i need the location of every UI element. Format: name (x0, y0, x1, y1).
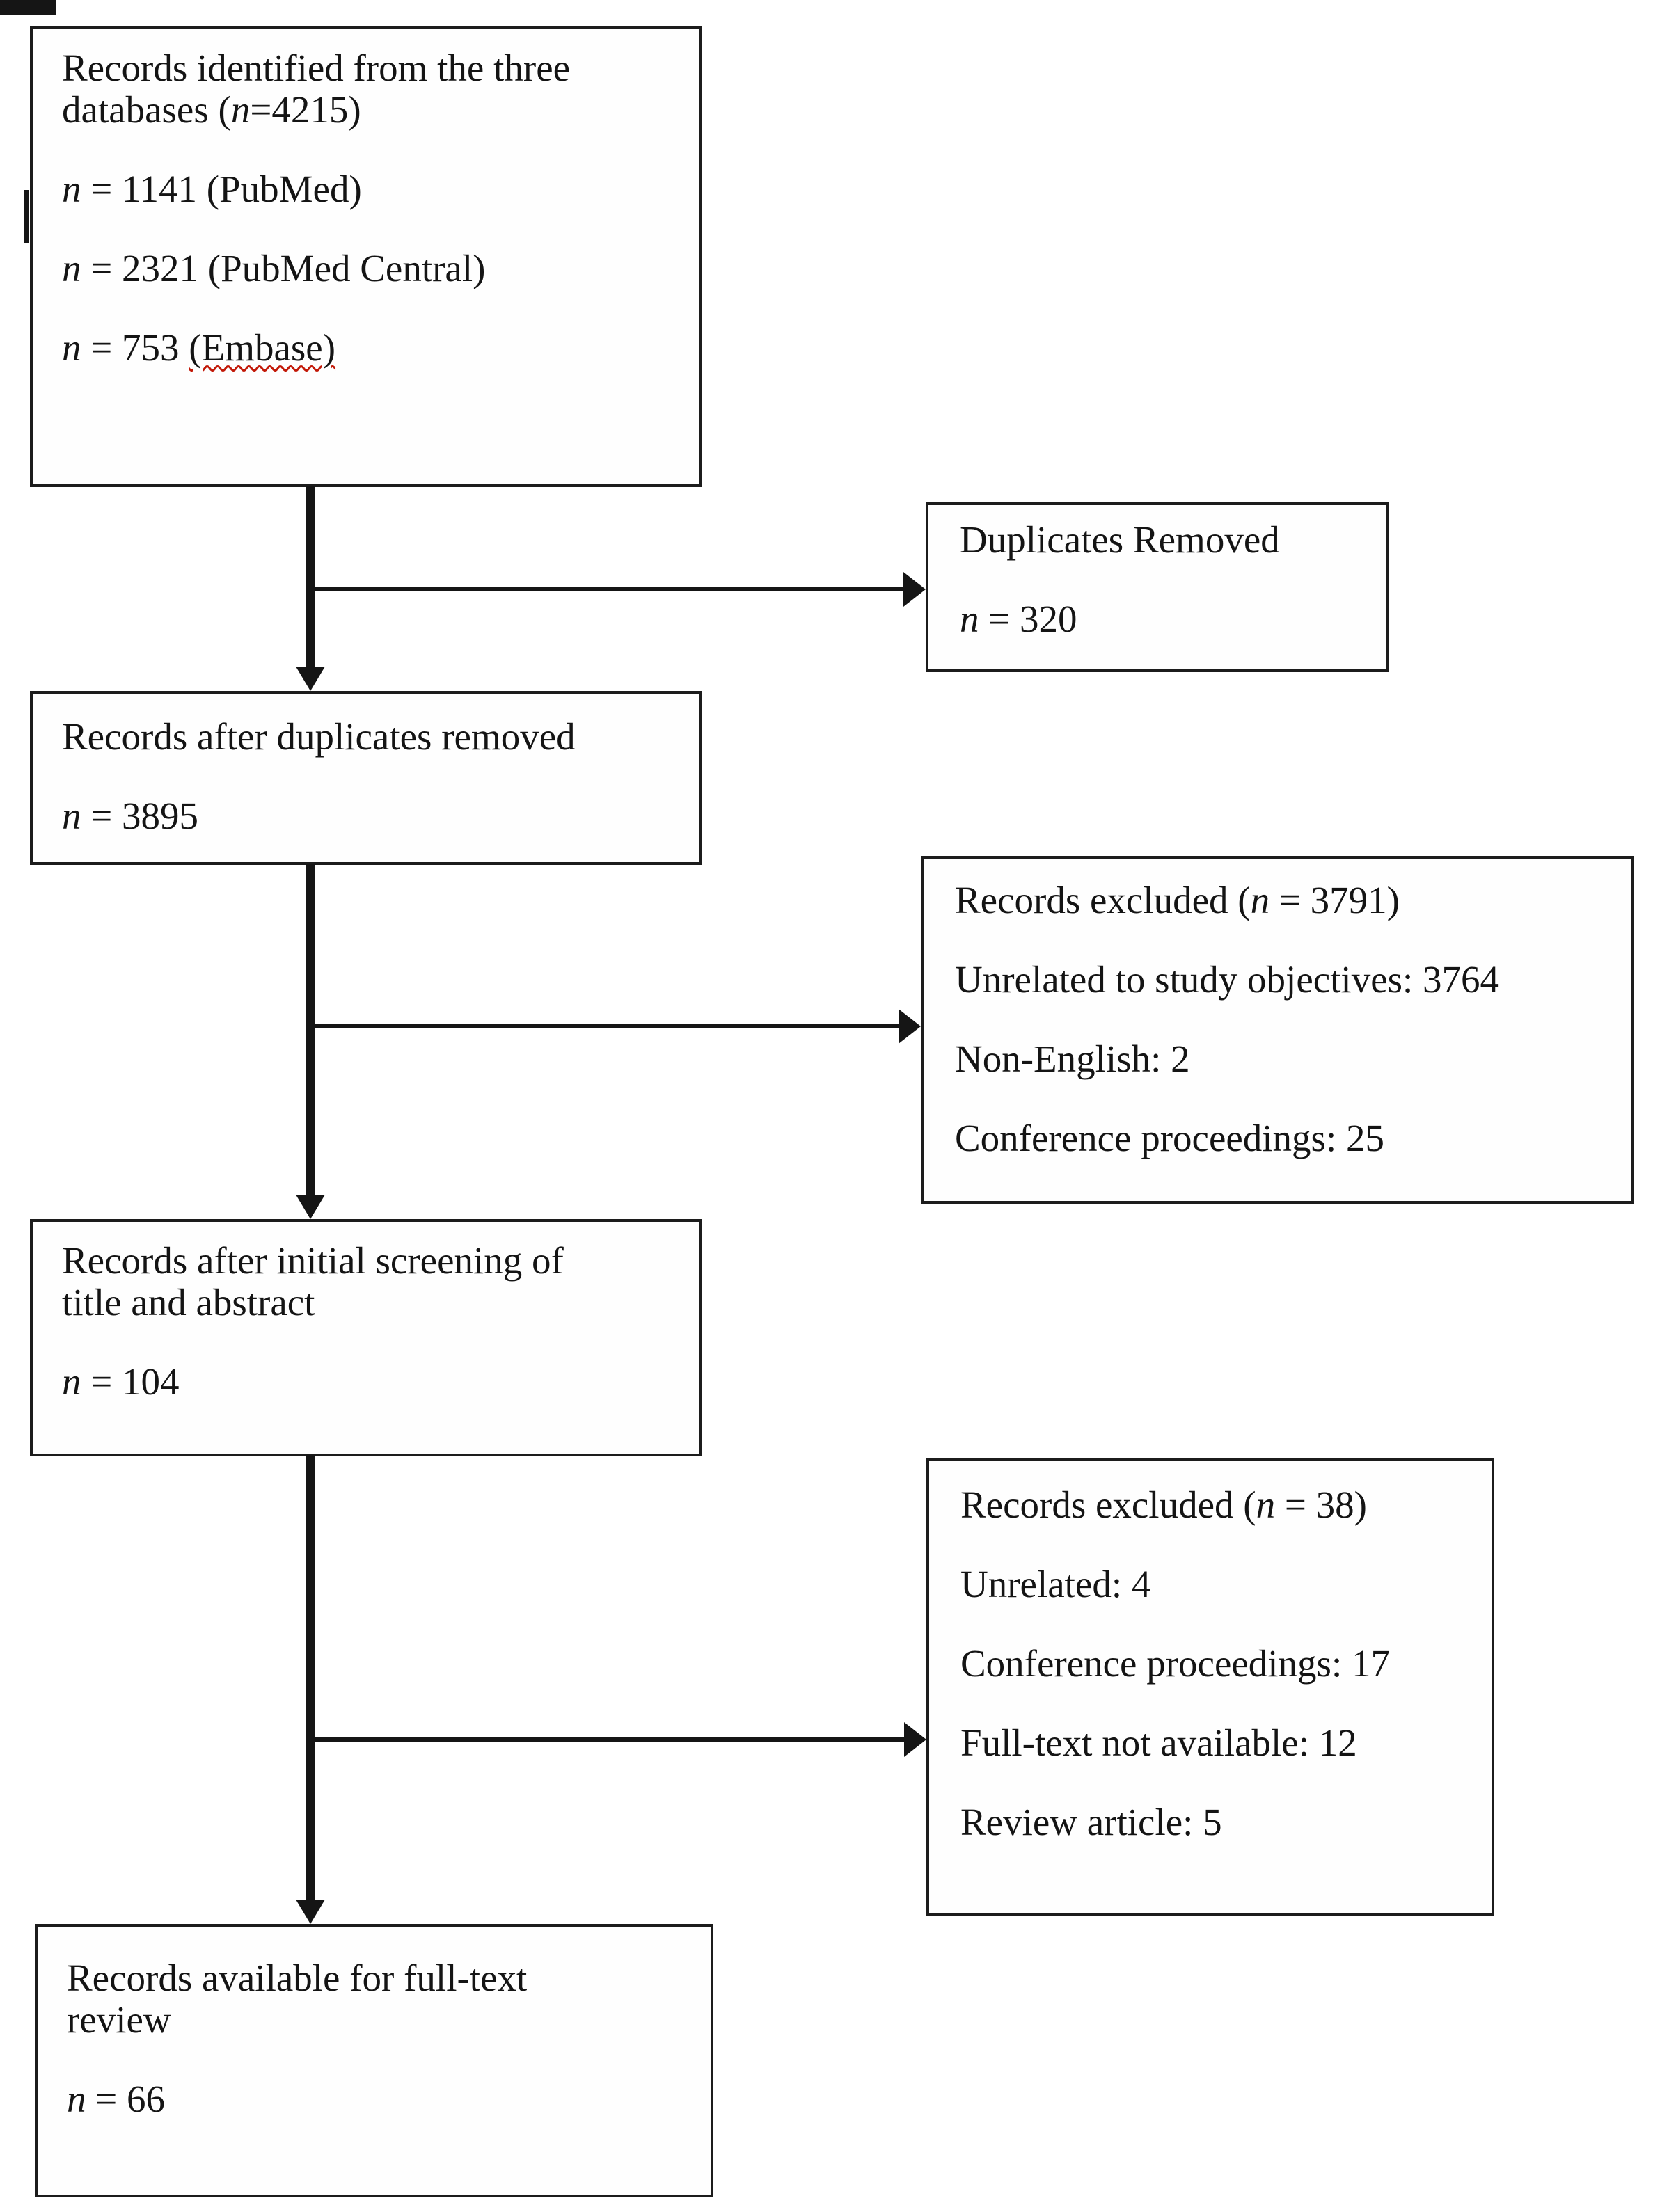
box-text-segment: n (1250, 879, 1270, 921)
box-text-segment: Full-text not available: 12 (960, 1721, 1357, 1764)
flow-box-records-identified-line: Records identified from the three (62, 47, 699, 89)
flow-box-records-fulltext-review-line: n = 66 (67, 2078, 711, 2120)
arrowhead-right-icon (904, 1722, 926, 1757)
arrowhead-right-icon (903, 572, 926, 607)
flow-box-records-after-duplicates-line: Records after duplicates removed (62, 716, 699, 758)
box-text-segment: = 38) (1275, 1483, 1367, 1526)
box-text-segment: n (62, 326, 81, 369)
flow-box-duplicates-removed-line: n = 320 (960, 598, 1386, 640)
flow-box-records-excluded-screening-line: Unrelated to study objectives: 3764 (955, 959, 1631, 1001)
arrowhead-down-icon (296, 1900, 325, 1924)
box-text-segment: = 1141 (PubMed) (81, 168, 362, 210)
box-text-segment: Unrelated to study objectives: 3764 (955, 958, 1500, 1001)
box-text-segment: = 66 (86, 2078, 166, 2120)
box-text-segment: = 3895 (81, 795, 199, 837)
box-text-segment: Records identified from the three (62, 47, 571, 89)
box-text-segment: Review article: 5 (960, 1801, 1222, 1843)
connector-line-after-duplicates-to-screening (306, 864, 315, 1198)
box-text-segment: n (62, 247, 81, 289)
arrowhead-down-icon (296, 667, 325, 691)
box-text-segment: review (67, 1998, 171, 2041)
flow-box-records-excluded-screening-line: Non-English: 2 (955, 1038, 1631, 1080)
stray-mark-revision-bar (24, 190, 29, 243)
box-text-segment: =4215) (250, 88, 361, 131)
box-text-segment: Records excluded ( (960, 1483, 1256, 1526)
box-text-segment: n (1256, 1483, 1276, 1526)
flow-box-records-identified-line: databases (n=4215) (62, 89, 699, 131)
flow-box-records-identified-line: n = 753 (Embase) (62, 327, 699, 369)
flow-box-records-excluded-fulltext: Records excluded (n = 38) Unrelated: 4 Con… (926, 1458, 1494, 1916)
flow-box-records-fulltext-review-line: Records available for full-text (67, 1957, 711, 1999)
box-text-segment: = 104 (81, 1360, 180, 1403)
flow-box-records-after-screening-line: n = 104 (62, 1361, 699, 1403)
flow-box-records-excluded-screening-line: Conference proceedings: 25 (955, 1117, 1631, 1159)
flow-box-records-identified-line: n = 1141 (PubMed) (62, 168, 699, 210)
box-text-segment: n (67, 2078, 86, 2120)
box-text-segment: = 3791) (1269, 879, 1400, 921)
flow-box-records-excluded-fulltext-line: Unrelated: 4 (960, 1563, 1492, 1605)
box-text-segment: Unrelated: 4 (960, 1563, 1151, 1605)
flow-box-records-excluded-screening: Records excluded (n = 3791) Unrelated to … (921, 856, 1634, 1204)
connector-line-branch-to-excluded-screening (310, 1024, 901, 1028)
spellcheck-flagged-text: (Embase) (189, 326, 336, 369)
box-text-segment: n (230, 88, 251, 131)
connector-line-screening-to-fulltext (306, 1455, 315, 1903)
flow-box-duplicates-removed-line: Duplicates Removed (960, 519, 1386, 561)
box-text-segment: Conference proceedings: 25 (955, 1117, 1384, 1159)
flow-box-records-after-screening-line: Records after initial screening of (62, 1240, 699, 1282)
flow-box-records-excluded-fulltext-line: Records excluded (n = 38) (960, 1484, 1492, 1526)
flow-box-records-fulltext-review-line: review (67, 1999, 711, 2041)
box-text-segment: Conference proceedings: 17 (960, 1642, 1390, 1685)
box-text-segment: Records excluded ( (955, 879, 1251, 921)
flow-box-records-excluded-fulltext-line: Conference proceedings: 17 (960, 1643, 1492, 1685)
flow-box-records-excluded-screening-line: Records excluded (n = 3791) (955, 880, 1631, 921)
box-text-segment: Non-English: 2 (955, 1037, 1190, 1080)
connector-line-identified-to-after-duplicates (306, 486, 315, 670)
box-text-segment: title and abstract (62, 1281, 315, 1323)
flow-box-duplicates-removed: Duplicates Removed n = 320 (926, 502, 1389, 672)
connector-line-branch-to-excluded-fulltext (310, 1737, 907, 1742)
box-text-segment: Duplicates Removed (960, 518, 1280, 561)
flow-box-records-excluded-fulltext-line: Full-text not available: 12 (960, 1722, 1492, 1764)
box-text-segment: n (62, 795, 81, 837)
arrowhead-right-icon (899, 1009, 921, 1044)
box-text-segment: Records after initial screening of (62, 1239, 564, 1282)
stray-mark-corner-mark (0, 0, 56, 15)
flow-box-records-identified-line: n = 2321 (PubMed Central) (62, 248, 699, 289)
flow-box-records-after-duplicates: Records after duplicates removed n = 3895 (30, 691, 702, 865)
box-text-segment: n (62, 168, 81, 210)
flow-box-records-excluded-fulltext-line: Review article: 5 (960, 1801, 1492, 1843)
box-text-segment: databases ( (62, 88, 231, 131)
flow-box-records-after-duplicates-line: n = 3895 (62, 795, 699, 837)
box-text-segment: = 320 (979, 598, 1077, 640)
box-text-segment: = 753 (81, 326, 189, 369)
connector-line-branch-to-duplicates-removed (310, 587, 906, 591)
box-text-segment: n (960, 598, 979, 640)
box-text-segment: Records after duplicates removed (62, 715, 576, 758)
box-text-segment: n (62, 1360, 81, 1403)
box-text-segment: = 2321 (PubMed Central) (81, 247, 486, 289)
flow-box-records-after-screening-line: title and abstract (62, 1282, 699, 1323)
arrowhead-down-icon (296, 1195, 325, 1219)
box-text-segment: Records available for full-text (67, 1957, 528, 1999)
